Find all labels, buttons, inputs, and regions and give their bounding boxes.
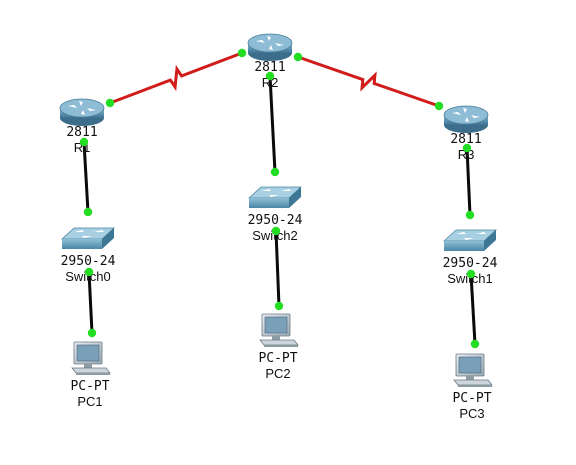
link-r3-switch1[interactable] <box>465 147 472 216</box>
switch-arrows <box>456 232 486 240</box>
device-model-label: PC-PT <box>258 351 297 366</box>
port-status-light <box>105 98 115 108</box>
device-model-label: 2811 <box>66 125 97 140</box>
port-status-light <box>470 339 480 349</box>
device-model-label: PC-PT <box>70 379 109 394</box>
device-name-label: PC3 <box>459 406 484 421</box>
device-model-label: 2950-24 <box>248 213 303 228</box>
device-model-label: 2811 <box>254 60 285 75</box>
port-status-light <box>237 48 247 58</box>
port-status-light <box>462 143 472 153</box>
router-icon <box>59 98 105 126</box>
link-switch1-pc3[interactable] <box>469 273 477 345</box>
port-status-light <box>87 328 97 338</box>
pc-icon <box>453 353 493 387</box>
link-r1-switch0[interactable] <box>82 141 90 213</box>
pc-screen <box>76 344 100 362</box>
port-status-light <box>265 71 275 81</box>
pc-screen <box>264 316 288 334</box>
port-status-light <box>434 101 444 111</box>
switch-icon <box>442 229 498 251</box>
router-arrows <box>452 108 480 122</box>
router-icon <box>443 105 489 133</box>
device-model-label: 2950-24 <box>61 254 116 269</box>
switch-arrows <box>261 189 291 197</box>
port-status-light <box>84 267 94 277</box>
device-name-label: Switch2 <box>252 228 298 243</box>
router-arrows <box>256 36 284 50</box>
port-status-light <box>83 207 93 217</box>
pc-screen <box>458 356 482 374</box>
port-status-light <box>466 269 476 279</box>
device-model-label: 2950-24 <box>443 256 498 271</box>
switch-arrows <box>74 230 104 238</box>
port-status-light <box>465 210 475 220</box>
link-r1-r2[interactable] <box>109 51 243 105</box>
device-name-label: PC2 <box>265 366 290 381</box>
router-icon <box>247 33 293 61</box>
link-r2-r3[interactable] <box>297 55 440 108</box>
pc-icon <box>71 341 111 375</box>
port-status-light <box>270 167 280 177</box>
device-name-label: Switch1 <box>447 271 493 286</box>
pc-icon <box>259 313 299 347</box>
switch-icon <box>247 186 303 208</box>
link-r2-switch2[interactable] <box>268 75 277 173</box>
link-switch0-pc1[interactable] <box>87 271 94 334</box>
device-model-label: PC-PT <box>452 391 491 406</box>
port-status-light <box>271 226 281 236</box>
device-model-label: 2811 <box>450 132 481 147</box>
port-status-light <box>293 52 303 62</box>
device-name-label: Switch0 <box>65 269 111 284</box>
device-name-label: R2 <box>262 75 279 90</box>
switch-icon <box>60 227 116 249</box>
router-arrows <box>68 101 96 115</box>
port-status-light <box>79 137 89 147</box>
link-switch2-pc2[interactable] <box>274 230 281 307</box>
port-status-light <box>274 301 284 311</box>
device-name-label: PC1 <box>77 394 102 409</box>
